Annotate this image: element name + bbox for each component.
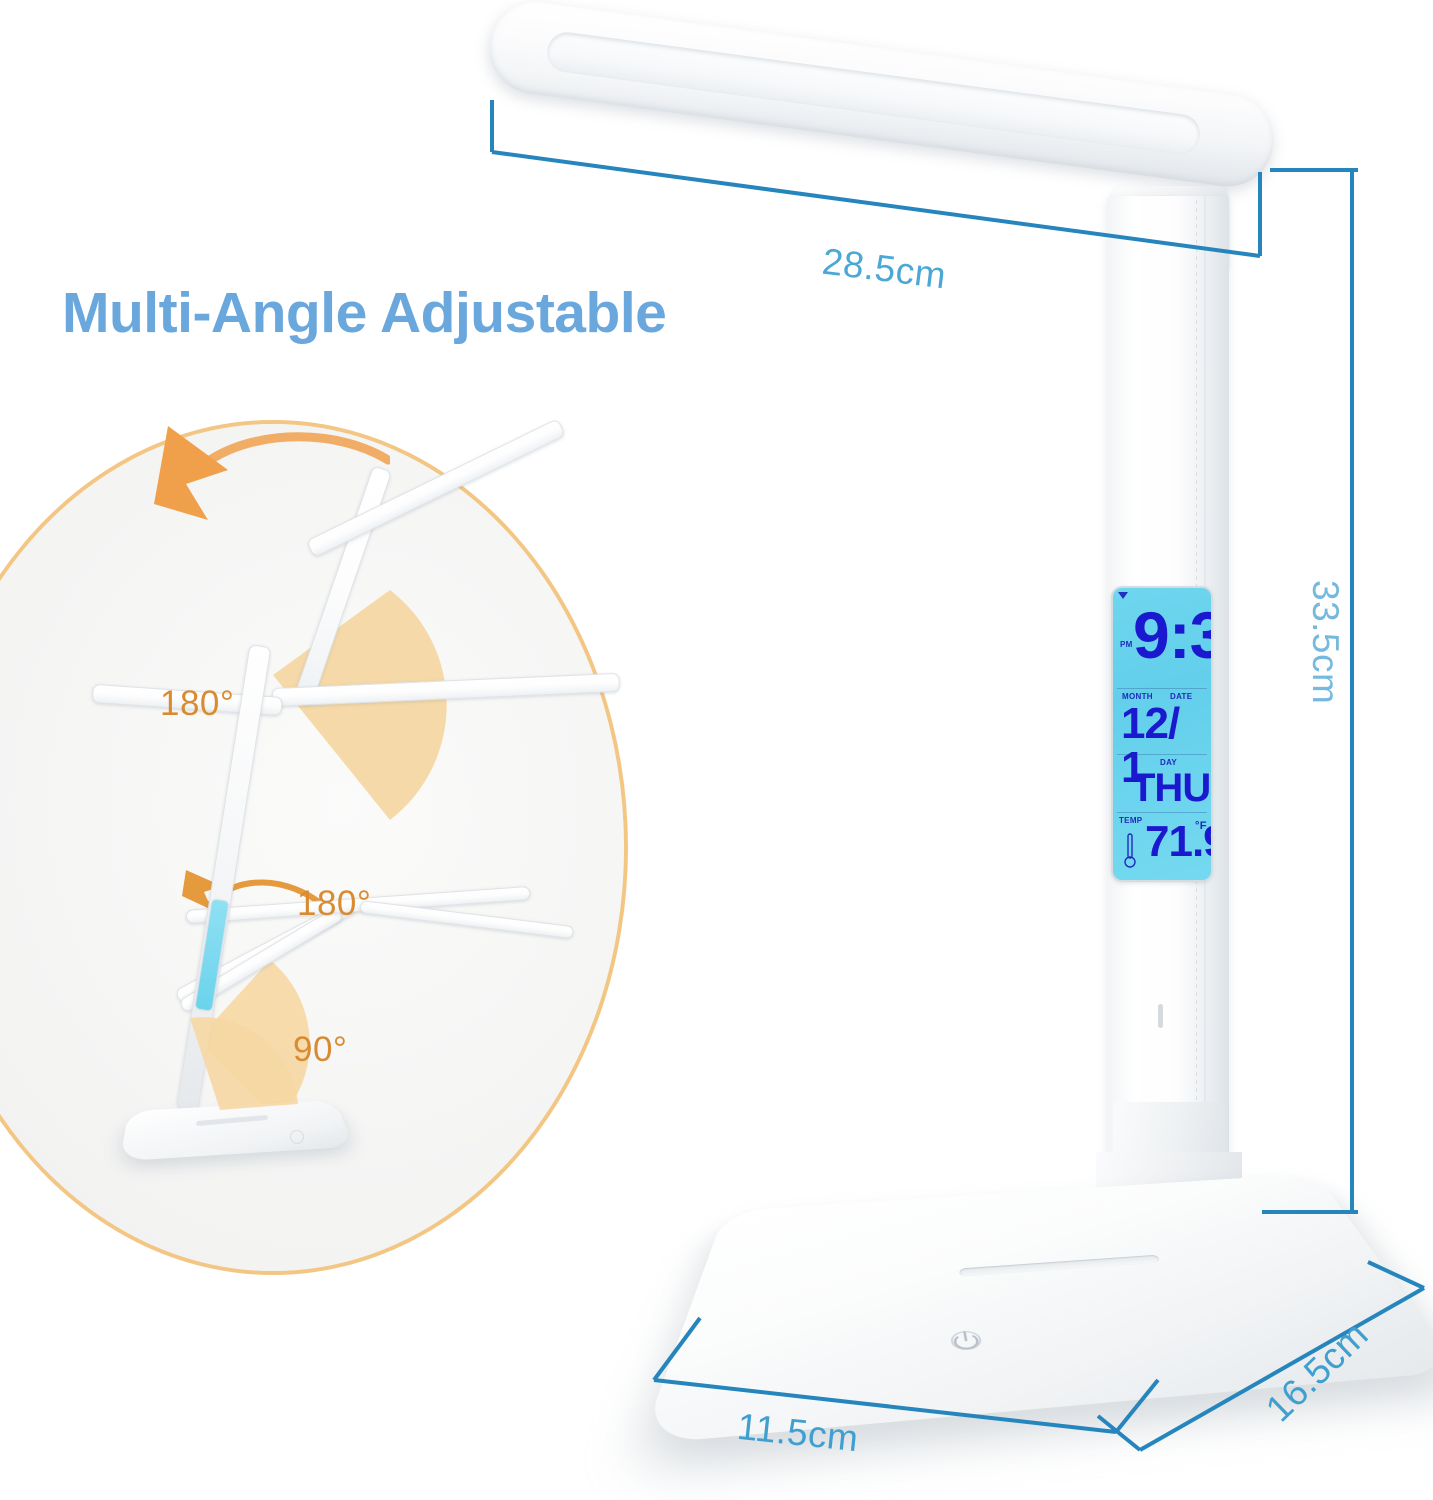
lcd-temp-label: TEMP <box>1119 816 1143 825</box>
lcd-ampm-label: PM <box>1120 640 1133 649</box>
lcd-temp-unit: °F <box>1195 820 1207 832</box>
lcd-day-value: THU <box>1131 766 1211 810</box>
lcd-indicator-icon <box>1118 592 1128 599</box>
lcd-month-label: MONTH <box>1122 692 1153 701</box>
angle-label-head-180: 180° <box>160 684 235 723</box>
thermometer-icon <box>1124 833 1136 868</box>
lcd-date-label: DATE <box>1170 692 1193 701</box>
angle-label-base-90: 90° <box>293 1030 348 1069</box>
lamp-arm-vent-slot <box>1158 1004 1163 1028</box>
multi-angle-circle-panel <box>0 420 628 1275</box>
dimension-label-height: 33.5cm <box>1305 580 1346 705</box>
lcd-time-value: 9:30 <box>1133 598 1211 672</box>
lcd-display: PM 9:30 MONTH DATE 12/ 1 DAY THU TEMP 71… <box>1113 588 1211 880</box>
lcd-divider-2 <box>1117 754 1207 755</box>
page-title: Multi-Angle Adjustable <box>62 281 667 345</box>
rotation-arrow-icon <box>154 426 390 520</box>
angle-arc-90-sector <box>190 1017 298 1110</box>
angle-label-arm-180: 180° <box>297 884 372 923</box>
lcd-temperature-value: 71.9 <box>1145 817 1211 866</box>
lcd-divider-3 <box>1117 812 1207 813</box>
illustration-power-button <box>290 1130 304 1144</box>
lcd-divider-1 <box>1117 688 1207 689</box>
lcd-day-label: DAY <box>1160 758 1178 767</box>
lcd-month-date-value: 12/ 1 <box>1121 699 1180 792</box>
